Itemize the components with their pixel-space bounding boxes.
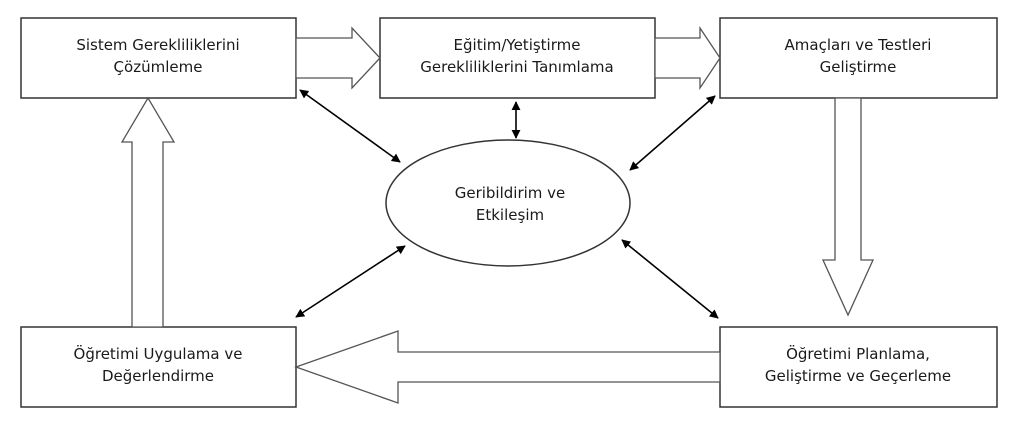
feedback-line1: Geribildirim ve (455, 184, 566, 202)
box-system-analysis-line2: Çözümleme (114, 58, 203, 76)
box-objectives-tests: Amaçları ve Testleri Geliştirme (719, 17, 998, 99)
box-implement-evaluate-line1: Öğretimi Uygulama ve (74, 344, 243, 363)
box-training-requirements-line2: Gerekliliklerini Tanımlama (420, 58, 613, 76)
flow-arrow-bottom-left (294, 330, 721, 404)
box-implement-evaluate: Öğretimi Uygulama ve Değerlendirme (20, 326, 297, 408)
feedback-ellipse: Geribildirim ve Etkileşim (385, 139, 631, 267)
box-plan-develop-validate: Öğretimi Planlama, Geliştirme ve Geçerle… (719, 326, 998, 408)
box-training-requirements: Eğitim/Yetiştirme Gerekliliklerini Tanım… (379, 17, 656, 99)
box-objectives-tests-line2: Geliştirme (820, 58, 897, 76)
flow-arrow-top-right (654, 25, 721, 91)
feedback-line2: Etkileşim (476, 206, 544, 224)
box-plan-develop-validate-line2: Geliştirme ve Geçerleme (765, 367, 951, 385)
box-system-analysis: Sistem Gerekliliklerini Çözümleme (20, 17, 297, 99)
feedback-link-plan-develop-validate (621, 239, 719, 319)
flow-arrow-right-down (821, 97, 875, 317)
flow-arrow-left-up (120, 96, 176, 328)
flow-arrow-top-left (295, 26, 381, 90)
feedback-link-objectives-tests (629, 95, 716, 171)
box-implement-evaluate-line2: Değerlendirme (102, 367, 214, 385)
feedback-link-system-analysis (299, 89, 401, 163)
box-system-analysis-line1: Sistem Gerekliliklerini (76, 36, 239, 54)
feedback-link-implement-evaluate (295, 245, 406, 318)
box-objectives-tests-line1: Amaçları ve Testleri (785, 36, 932, 54)
box-training-requirements-line1: Eğitim/Yetiştirme (454, 36, 581, 54)
box-plan-develop-validate-line1: Öğretimi Planlama, (786, 344, 930, 363)
